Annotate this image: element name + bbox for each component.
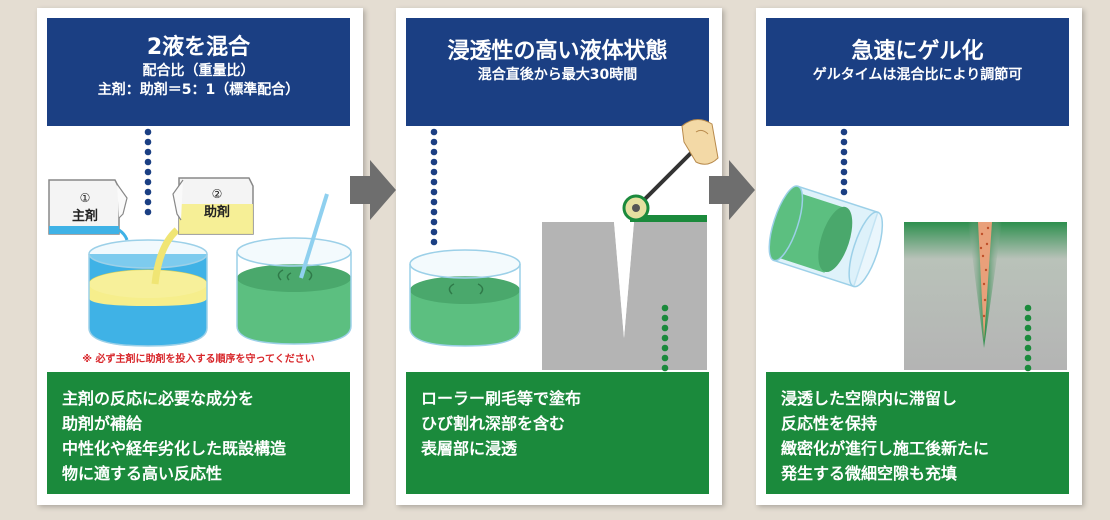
dotted-connector — [840, 128, 848, 196]
description-line: 発生する微細空隙も充填 — [781, 464, 958, 483]
panel-description: 浸透した空隙内に滞留し 反応性を保持 緻密化が進行し施工後新たに 発生する微細空… — [766, 372, 1069, 494]
step-panel-gel: 急速にゲル化 ゲルタイムは混合比により調節可 — [756, 8, 1082, 505]
order-warning-note: ※ 必ず主剤に助剤を投入する順序を守ってください — [82, 354, 315, 365]
description-line: 反応性を保持 — [781, 414, 878, 433]
description-line: 主剤の反応に必要な成分を — [62, 389, 255, 408]
gel-illustration — [768, 128, 1067, 372]
roller-brush-icon — [622, 119, 719, 222]
tilted-beaker-gel-icon — [768, 185, 884, 288]
description-line: ひび割れ深部を含む — [421, 414, 566, 433]
description-line: 物に適する高い反応性 — [62, 464, 223, 483]
bag1-label: 主剤 — [72, 208, 98, 224]
dotted-connector-green — [661, 304, 669, 372]
bag-main-agent-icon: ① 主剤 — [48, 179, 129, 241]
dotted-connector — [144, 128, 152, 216]
step-panel-penetrate: 浸透性の高い液体状態 混合直後から最大30時間 — [396, 8, 722, 505]
description-line: ローラー刷毛等で塗布 — [421, 389, 582, 408]
gel-filled-crack-icon — [904, 222, 1067, 370]
panel-description: 主剤の反応に必要な成分を 助剤が補給 中性化や経年劣化した既設構造 物に適する高… — [47, 372, 350, 494]
description-line: 浸透した空隙内に滞留し — [781, 389, 958, 408]
next-step-arrow-icon — [350, 160, 396, 220]
bag2-number: ② — [212, 187, 223, 201]
dotted-connector-green — [1024, 304, 1032, 372]
bag2-label: 助剤 — [204, 204, 230, 220]
panel-description: ローラー刷毛等で塗布 ひび割れ深部を含む 表層部に浸透 — [406, 372, 709, 494]
panel-title: 急速にゲル化 — [851, 39, 984, 64]
panel-title: 2液を混合 — [146, 35, 251, 60]
panel-subtitle-ratio: 主剤：助剤＝5：1（標準配合） — [97, 82, 300, 98]
panel-header: 2液を混合 配合比（重量比） 主剤：助剤＝5：1（標準配合） — [47, 18, 350, 126]
panel-subtitle: ゲルタイムは混合比により調節可 — [812, 67, 1023, 83]
penetrate-illustration — [409, 119, 719, 372]
cracked-concrete-icon — [542, 215, 707, 370]
beaker-mixing-icon — [88, 227, 208, 347]
panel-subtitle: 混合直後から最大30時間 — [477, 67, 638, 83]
bag-auxiliary-agent-icon: ② 助剤 — [172, 177, 254, 235]
description-line: 中性化や経年劣化した既設構造 — [62, 439, 287, 458]
step-panel-mix: 2液を混合 配合比（重量比） 主剤：助剤＝5：1（標準配合） ① 主剤 — [37, 8, 363, 505]
panel-title: 浸透性の高い液体状態 — [447, 39, 668, 64]
description-line: 表層部に浸透 — [421, 439, 518, 458]
panel-header: 急速にゲル化 ゲルタイムは混合比により調節可 — [766, 18, 1069, 126]
mix-illustration: ① 主剤 ② 助剤 — [48, 128, 352, 347]
bag1-number: ① — [80, 191, 91, 205]
beaker-mixed-icon — [236, 193, 352, 345]
panel-header: 浸透性の高い液体状態 混合直後から最大30時間 — [406, 18, 709, 126]
description-line: 緻密化が進行し施工後新たに — [781, 439, 990, 458]
beaker-liquid-icon — [409, 249, 521, 347]
dotted-connector — [430, 128, 438, 246]
next-step-arrow-icon — [709, 160, 755, 220]
panel-subtitle: 配合比（重量比） — [142, 63, 255, 79]
description-line: 助剤が補給 — [62, 414, 143, 433]
